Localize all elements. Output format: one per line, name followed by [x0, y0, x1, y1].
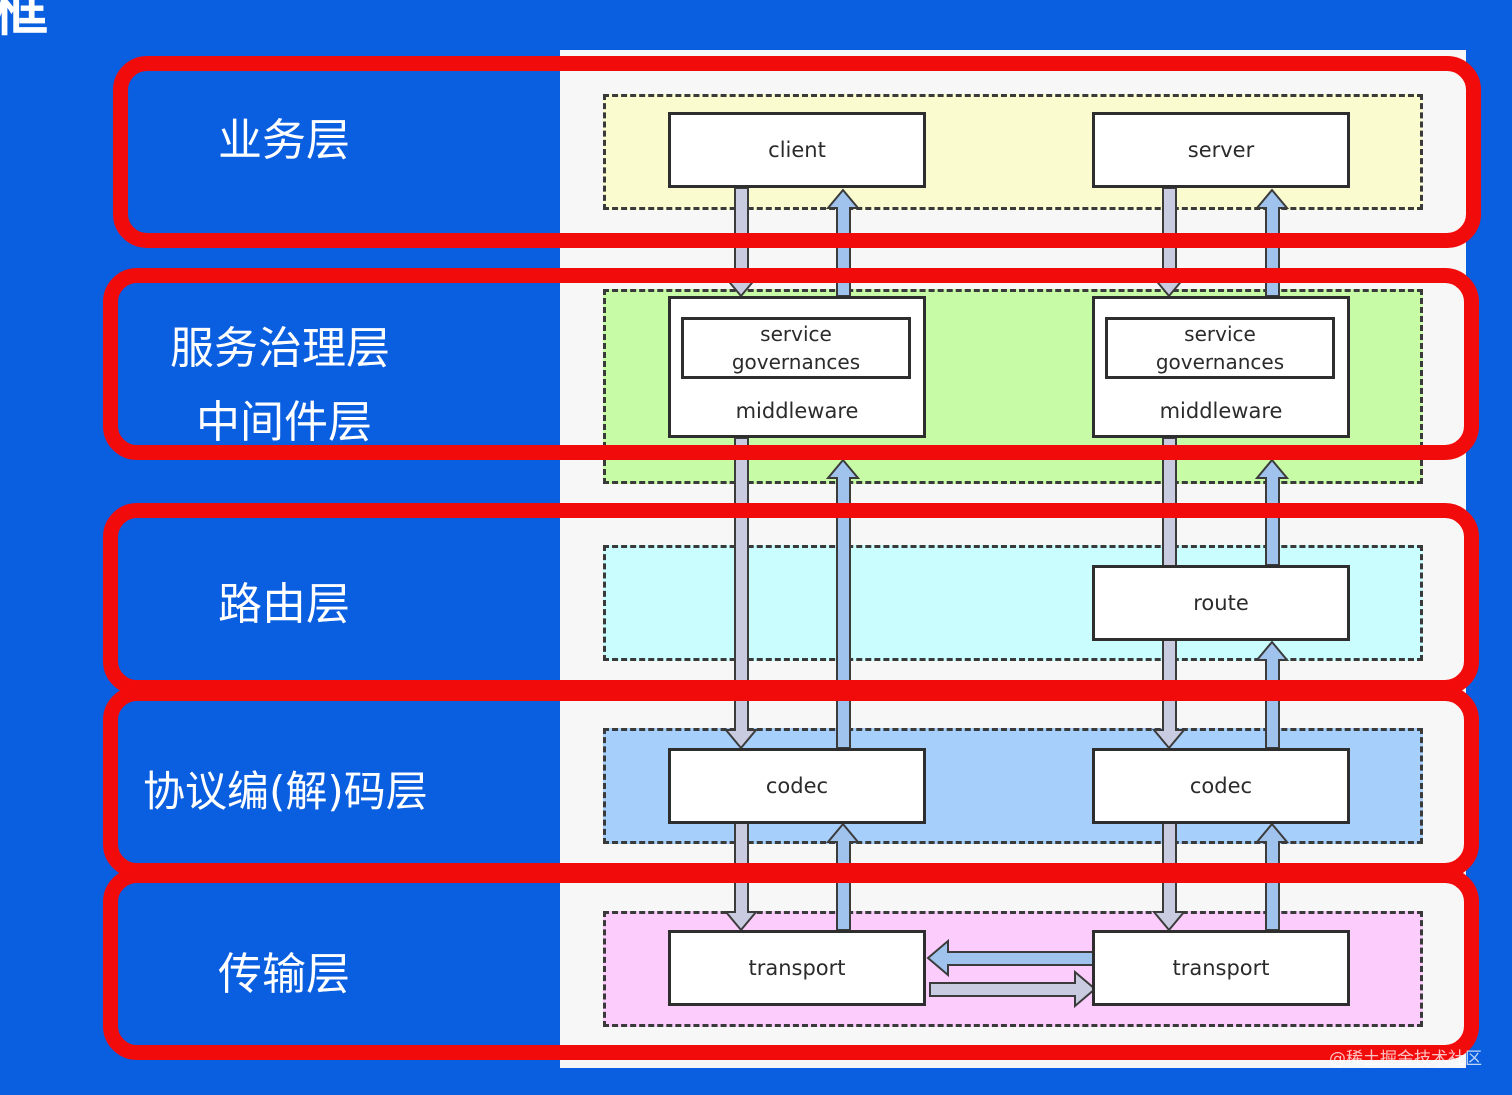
transport-label: transport [748, 956, 846, 980]
service-governances-box: service governances [1105, 317, 1335, 379]
page-heading-fragment: 框 [0, 0, 50, 44]
highlight-frame-governance [103, 268, 1479, 460]
layer-label-codec: 协议编(解)码层 [143, 767, 428, 816]
watermark-text: @稀土掘金技术社区 [1329, 1049, 1482, 1069]
highlight-frame-codec [103, 686, 1479, 878]
highlight-frame-routing [103, 503, 1479, 695]
client-node: client [668, 112, 926, 188]
client-codec-node: codec [668, 748, 926, 824]
codec-label: codec [1189, 774, 1253, 798]
service-governances-line1: service [760, 322, 832, 346]
server-codec-node: codec [1092, 748, 1350, 824]
server-transport-node: transport [1092, 930, 1350, 1006]
layer-label-transport: 传输层 [218, 949, 350, 1000]
layer-label-governance: 服务治理层 [170, 323, 390, 374]
server-middleware-node: service governances middleware [1092, 296, 1350, 438]
middleware-label: middleware [735, 399, 859, 423]
service-governances-box: service governances [681, 317, 911, 379]
server-node: server [1092, 112, 1350, 188]
layer-label-routing: 路由层 [218, 579, 350, 630]
codec-label: codec [765, 774, 829, 798]
service-governances-line1: service [1184, 322, 1256, 346]
middleware-label: middleware [1159, 399, 1283, 423]
client-transport-node: transport [668, 930, 926, 1006]
route-node: route [1092, 565, 1350, 641]
transport-left-arrow [926, 938, 1094, 978]
transport-right-arrow [929, 969, 1097, 1009]
layer-label-business: 业务层 [218, 115, 350, 166]
highlight-frame-business [113, 56, 1481, 248]
layer-label-middleware: 中间件层 [196, 397, 372, 448]
client-label: client [768, 138, 826, 162]
service-governances-line2: governances [1155, 350, 1285, 374]
server-label: server [1187, 138, 1255, 162]
route-label: route [1193, 591, 1249, 615]
service-governances-line2: governances [731, 350, 861, 374]
client-middleware-node: service governances middleware [668, 296, 926, 438]
highlight-frame-transport [103, 868, 1479, 1060]
transport-label: transport [1172, 956, 1270, 980]
